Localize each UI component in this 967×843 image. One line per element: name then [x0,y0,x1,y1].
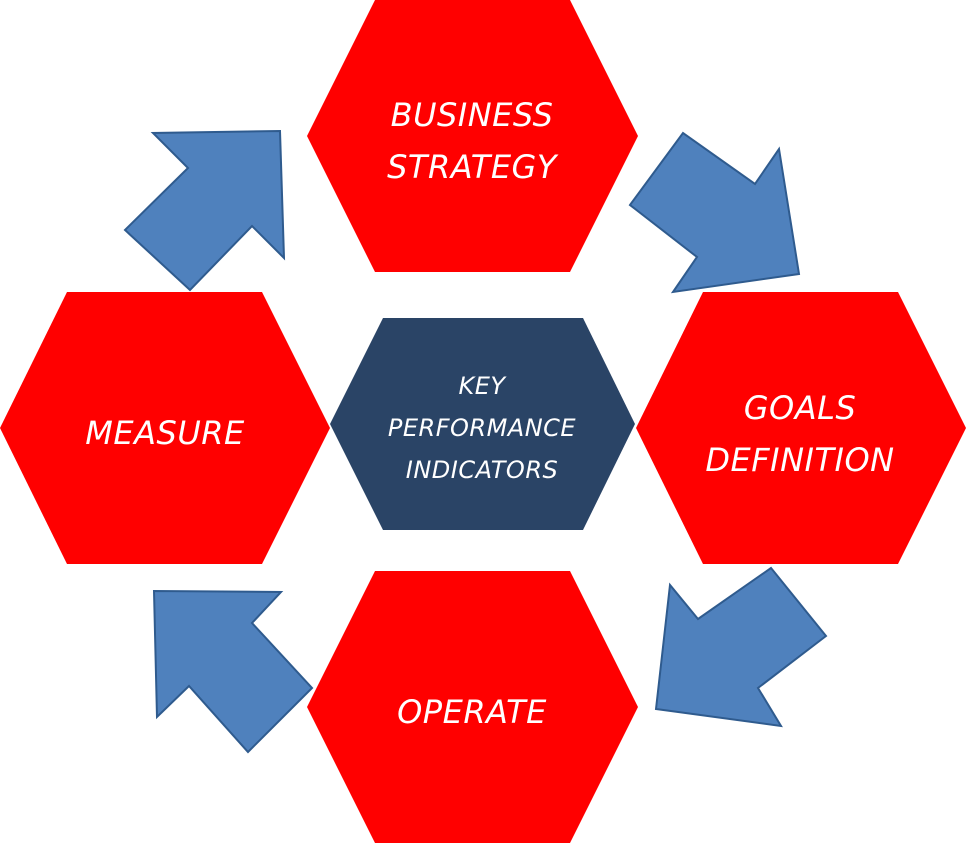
node-label-line1: BUSINESS [391,96,554,134]
arrow-bottom-right [654,566,828,728]
center-label-line3: INDICATORS [406,456,558,484]
center-label-line1: KEY [458,372,507,400]
node-label-line1: OPERATE [397,693,547,731]
center-label-line2: PERFORMANCE [388,414,577,442]
node-label-line1: MEASURE [85,414,245,452]
hexagon-shape [307,0,638,272]
arrow-bottom-left [152,589,314,754]
node-label-line2: STRATEGY [387,148,559,186]
node-label-line2: DEFINITION [705,441,894,479]
node-business-strategy: BUSINESS STRATEGY [307,0,638,272]
hexagon-shape [307,571,638,843]
hexagon-shape [636,292,966,564]
arrow-top-right [628,131,801,294]
node-goals-definition: GOALS DEFINITION [636,292,966,564]
hexagon-shape [0,292,330,564]
node-label-line1: GOALS [744,389,857,427]
hexagon-shape [330,318,635,530]
node-measure: MEASURE [0,292,330,564]
node-key-performance-indicators: KEY PERFORMANCE INDICATORS [330,318,635,530]
node-operate: OPERATE [307,571,638,843]
arrow-top-left [123,129,286,292]
